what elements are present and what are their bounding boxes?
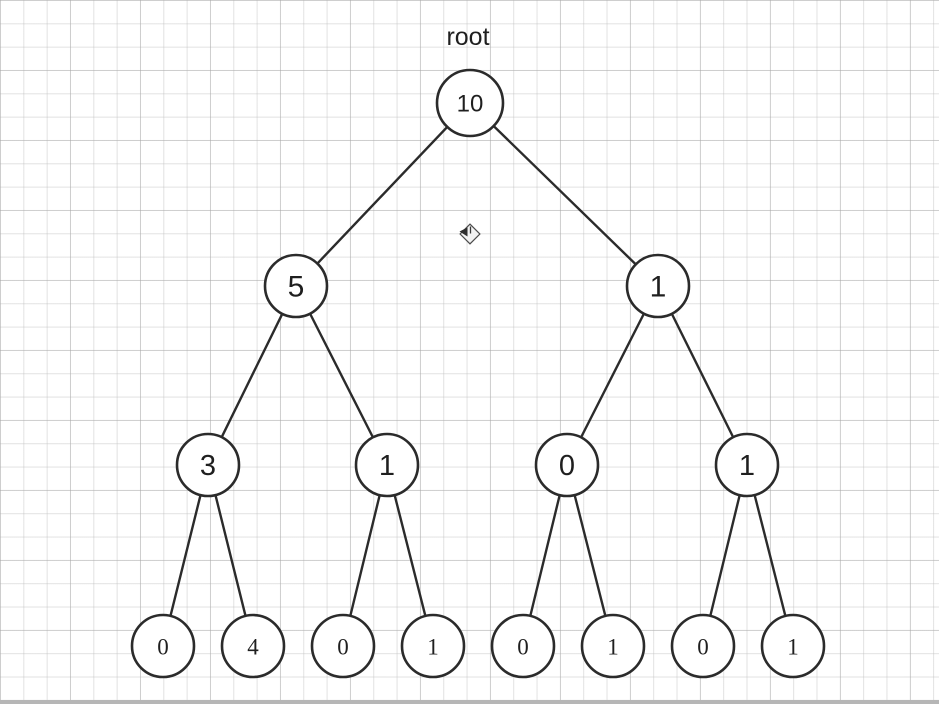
tree-node-circle[interactable] [714,432,780,498]
tree-node-label: 0 [337,635,349,660]
tree-node-circle[interactable] [354,432,420,498]
tree-node-circle[interactable] [534,432,600,498]
tree-node-label: 0 [517,635,529,660]
tree-node-label: 1 [787,635,799,660]
tree-edge [579,312,646,439]
tree-edge [709,493,741,618]
tree-edge [220,312,284,439]
tree-edge [393,493,427,618]
tree-node[interactable]: 5 [263,253,329,319]
tree-node[interactable]: 4 [220,613,286,679]
tree-node-circle[interactable] [400,613,466,679]
tree-edge [308,312,375,439]
tree-node[interactable]: 1 [354,432,420,498]
tree-edge [316,125,449,265]
tree-edges-layer [169,124,787,618]
tree-node-label: 1 [650,271,667,304]
tree-edge [169,493,202,618]
tree-node-label: 1 [739,450,755,482]
tree-node-circle[interactable] [625,253,691,319]
tree-edge [214,493,247,618]
tree-node[interactable]: 0 [670,613,736,679]
tree-node[interactable]: 3 [175,432,241,498]
tree-node-label: 0 [157,635,169,660]
tree-node-label: 10 [457,91,484,118]
tree-edge [753,493,787,618]
tree-node-label: 1 [607,635,619,660]
tree-node-circle[interactable] [760,613,826,679]
tree-node-label: 1 [427,635,439,660]
tree-node-label: 0 [559,450,575,482]
tree-node-label: 0 [697,635,709,660]
tree-node-circle[interactable] [490,613,556,679]
tree-edge [529,493,561,618]
tree-edge [492,124,637,266]
tree-node[interactable]: 1 [625,253,691,319]
tree-node-label: 3 [200,450,216,482]
root-caption-label: root [446,23,489,51]
tree-node-circle[interactable] [310,613,376,679]
horizontal-scrollbar[interactable] [0,700,939,704]
tree-node-circle[interactable] [435,68,505,138]
tree-node[interactable]: 10 [435,68,505,138]
tree-edge [573,493,607,618]
tree-node-circle[interactable] [130,613,196,679]
tree-node[interactable]: 0 [534,432,600,498]
tree-node[interactable]: 0 [310,613,376,679]
tree-node-circle[interactable] [580,613,646,679]
tree-node-circle[interactable] [175,432,241,498]
tree-node[interactable]: 0 [130,613,196,679]
tree-node-label: 5 [288,271,305,304]
tree-node-circle[interactable] [220,613,286,679]
tree-node[interactable]: 1 [400,613,466,679]
tree-edge [349,493,381,618]
tree-node-label: 4 [247,635,259,660]
tree-node[interactable]: 0 [490,613,556,679]
tree-edge [670,312,735,439]
tree-node[interactable]: 1 [714,432,780,498]
tree-node-circle[interactable] [670,613,736,679]
tree-node-label: 1 [379,450,395,482]
tree-node[interactable]: 1 [580,613,646,679]
tree-node[interactable]: 1 [760,613,826,679]
tree-node-circle[interactable] [263,253,329,319]
